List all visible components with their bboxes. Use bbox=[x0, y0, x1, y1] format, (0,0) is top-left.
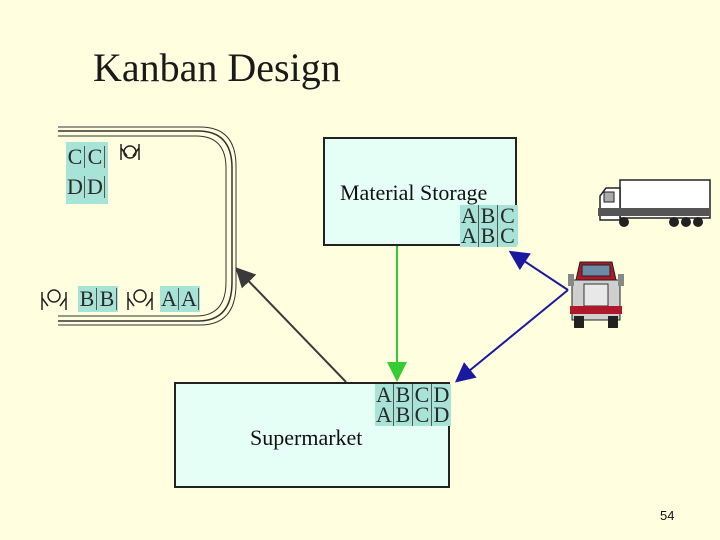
material-storage-label: Material Storage bbox=[340, 180, 488, 205]
supermarket-cell: C bbox=[413, 404, 432, 426]
storage-cell: C bbox=[498, 225, 517, 247]
line-cell-group-b: B B bbox=[78, 286, 118, 312]
line-cell: B bbox=[78, 288, 97, 310]
supermarket-cell: C bbox=[413, 384, 432, 406]
dark-arrow-to-line bbox=[235, 267, 347, 383]
storage-cell: C bbox=[498, 205, 517, 227]
supermarket-cell: A bbox=[375, 384, 394, 406]
page-number: 54 bbox=[660, 508, 675, 523]
delivery-truck-icon bbox=[598, 179, 711, 227]
line-cell-group-cd: C C D D bbox=[66, 142, 108, 204]
line-cell: A bbox=[180, 288, 199, 310]
supermarket-cell: B bbox=[394, 384, 413, 406]
semi-truck-icon bbox=[568, 261, 624, 328]
line-cell: B bbox=[98, 288, 117, 310]
conveyor-track bbox=[58, 126, 237, 326]
worker-icon bbox=[41, 289, 67, 310]
supermarket-label: Supermarket bbox=[250, 425, 363, 450]
supermarket-cell-grid: A B C D A B C D bbox=[375, 382, 451, 427]
worker-icon bbox=[127, 289, 153, 310]
supermarket-cell: A bbox=[375, 404, 394, 426]
supermarket-cell: D bbox=[432, 402, 451, 427]
line-cell: D bbox=[86, 176, 105, 198]
storage-cell: A bbox=[460, 205, 479, 227]
storage-cell: B bbox=[479, 225, 498, 247]
line-cell: C bbox=[66, 146, 85, 168]
line-cell: C bbox=[86, 146, 105, 168]
storage-cell: B bbox=[479, 205, 498, 227]
storage-cell: A bbox=[460, 225, 479, 247]
blue-arrow-to-storage bbox=[508, 250, 569, 291]
supermarket-cell: D bbox=[432, 382, 451, 407]
slide-title: Kanban Design bbox=[93, 45, 341, 90]
blue-arrow-to-supermarket bbox=[454, 289, 569, 383]
line-cell-group-a: A A bbox=[160, 286, 200, 312]
line-cell: D bbox=[66, 176, 85, 198]
worker-icon bbox=[120, 144, 140, 160]
storage-cell-grid: A B C A B C bbox=[460, 205, 518, 247]
line-cell: A bbox=[160, 288, 179, 310]
supermarket-cell: B bbox=[394, 404, 413, 426]
